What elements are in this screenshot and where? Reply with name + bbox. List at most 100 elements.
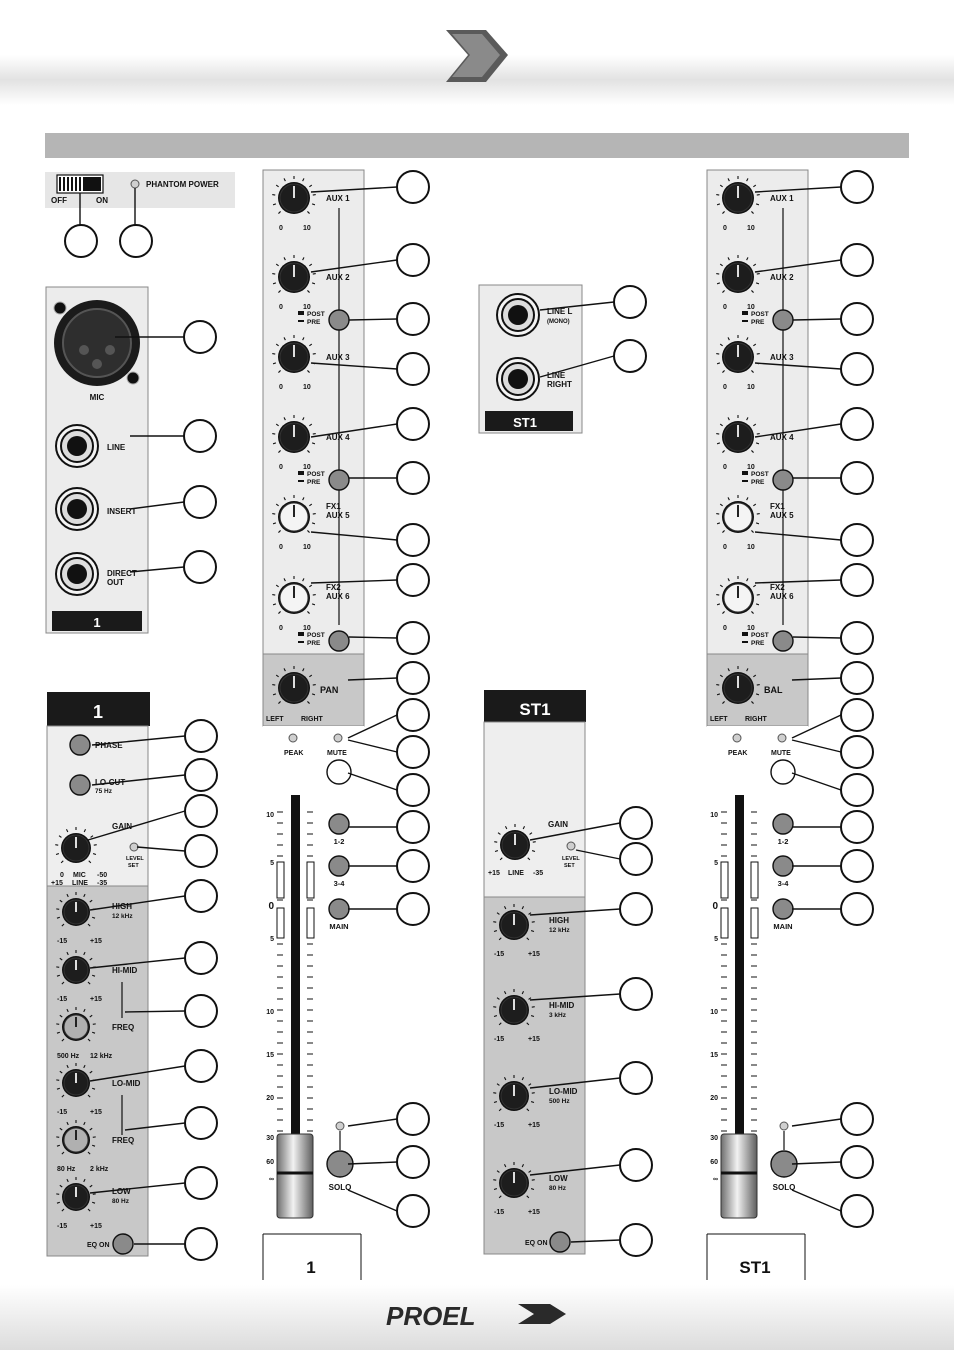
callout-marker [840, 1145, 874, 1179]
aux_panel_stereo-right-label: RIGHT [745, 716, 768, 723]
knob-tick [278, 290, 281, 293]
fader_section_stereo-fader-cap [720, 1133, 758, 1219]
eq-knob-3[interactable] [56, 1063, 96, 1098]
callout-leader [791, 772, 842, 791]
insert-jack[interactable] [55, 487, 99, 531]
callout-marker [396, 1102, 430, 1136]
stereo-eq-knob-1[interactable] [493, 989, 535, 1026]
callout-leader [310, 531, 398, 541]
aux_panel_stereo-send-label-0: AUX 1 [770, 194, 794, 203]
knob-tick [755, 522, 760, 525]
fader_section_mono-mute-button[interactable] [326, 759, 352, 785]
fader_section_stereo-route-button-0[interactable] [772, 813, 794, 835]
aux_panel_stereo-bal-knob[interactable] [716, 666, 760, 704]
callout-marker [396, 170, 430, 204]
xlr-mic-input[interactable] [53, 300, 140, 386]
line-l-jack[interactable] [496, 293, 540, 337]
aux_panel_mono-send-knob-0[interactable] [272, 176, 316, 214]
aux_panel_mono-send-label2-4: AUX 5 [326, 511, 350, 520]
callout-marker [840, 1194, 874, 1228]
proel-arrow-icon [518, 1304, 566, 1324]
eq-label-2: FREQ [112, 1023, 134, 1032]
callout-marker [396, 1194, 430, 1228]
knob-tick [529, 832, 533, 835]
fader_section_stereo-scale-label-8: 60 [710, 1159, 718, 1166]
aux_panel_stereo-send-knob-2[interactable] [716, 335, 760, 373]
aux_panel_stereo-send-knob-5[interactable] [716, 576, 760, 614]
gain-line-label: LINE [72, 880, 88, 887]
gain-knob[interactable] [55, 827, 97, 864]
aux_panel_mono-send-knob-2[interactable] [272, 335, 316, 373]
fader_section_mono-route-button-2[interactable] [328, 898, 350, 920]
callout-leader [347, 1118, 398, 1127]
phantom-switch[interactable] [56, 174, 104, 194]
fader_section_stereo-mute-button[interactable] [770, 759, 796, 785]
line-right-jack[interactable] [496, 357, 540, 401]
post-icon [298, 311, 304, 315]
callout-marker [840, 407, 874, 441]
knob-tick [66, 893, 69, 898]
callout-leader [539, 301, 615, 311]
knob-tick [89, 1127, 93, 1131]
fader_section_mono-scale-label-0: 10 [266, 812, 274, 819]
callout-marker [396, 523, 430, 557]
eq-on-button[interactable] [112, 1233, 134, 1255]
eq-knob-4[interactable] [56, 1120, 96, 1155]
aux_panel_mono-pan-knob[interactable] [272, 666, 316, 704]
fader_section_stereo-route-button-1[interactable] [772, 855, 794, 877]
aux_panel_stereo-send-knob-0[interactable] [716, 176, 760, 214]
xlr-pin [79, 345, 89, 355]
knob-tick [56, 916, 61, 919]
knob-tick [722, 211, 725, 214]
fader_section_stereo-route-button-2[interactable] [772, 898, 794, 920]
aux_panel_mono-send-label-3: AUX 4 [326, 433, 350, 442]
aux_panel_stereo-postpre-button-3[interactable] [772, 469, 794, 491]
line-jack[interactable] [55, 424, 99, 468]
knob-tick [272, 522, 277, 525]
aux_panel_stereo-postpre-button-5[interactable] [772, 630, 794, 652]
knob-tick [755, 693, 760, 696]
aux_panel_stereo-send-knob-3[interactable] [716, 415, 760, 453]
aux_panel_stereo-postpre-button-1[interactable] [772, 309, 794, 331]
stereo-eq-knob-0[interactable] [493, 904, 535, 941]
aux_panel_stereo-send-knob-1[interactable] [716, 255, 760, 293]
stereo-level-set-label-2: SET [564, 863, 575, 869]
fader_section_mono-route-button-1[interactable] [328, 855, 350, 877]
aux_panel_mono-postpre-button-1[interactable] [328, 309, 350, 331]
knob-tick [307, 701, 310, 704]
eq-knob-5[interactable] [56, 1177, 96, 1212]
aux_panel_mono-send-label-5: FX2 [326, 583, 341, 592]
eq-knob-2[interactable] [56, 1007, 96, 1042]
callout-marker [184, 1106, 218, 1140]
aux_panel_mono-send-knob-5[interactable] [272, 576, 316, 614]
aux_panel_mono-send-knob-4[interactable] [272, 495, 316, 533]
eq-knob-1[interactable] [56, 950, 96, 985]
direct-out-jack[interactable] [55, 552, 99, 596]
phase-button[interactable] [69, 734, 91, 756]
aux_panel_mono-send-knob-1[interactable] [272, 255, 316, 293]
callout-marker [183, 485, 217, 519]
stereo-eq-knob-3[interactable] [493, 1162, 535, 1199]
switch-on-label: ON [96, 196, 108, 205]
eq-knob-0[interactable] [56, 892, 96, 927]
callout-marker [396, 563, 430, 597]
aux_panel_mono-send-label2-5: AUX 6 [326, 592, 350, 601]
knob-tick [309, 584, 313, 588]
aux_panel_stereo-send-knob-4[interactable] [716, 495, 760, 533]
fader_section_mono-scale-label-6: 20 [266, 1095, 274, 1102]
knob-tick [275, 263, 279, 267]
stereo-eq-on-button[interactable] [549, 1231, 571, 1253]
aux_panel_mono-postpre-button-3[interactable] [328, 469, 350, 491]
stereo-eq-knob-2[interactable] [493, 1075, 535, 1112]
aux_panel_mono-send-knob-3[interactable] [272, 415, 316, 453]
locut-button[interactable] [69, 774, 91, 796]
aux_panel_mono-postpre-button-5[interactable] [328, 630, 350, 652]
pre-icon [298, 320, 304, 322]
proel-logo: PROEL [386, 1301, 566, 1331]
fader_section_mono-route-button-0[interactable] [328, 813, 350, 835]
callout-marker [396, 461, 430, 495]
stereo-gain-knob[interactable] [494, 824, 536, 861]
callout-marker [840, 735, 874, 769]
fader_section_mono-scale-label-5: 15 [266, 1052, 274, 1059]
callout-marker [840, 352, 874, 386]
